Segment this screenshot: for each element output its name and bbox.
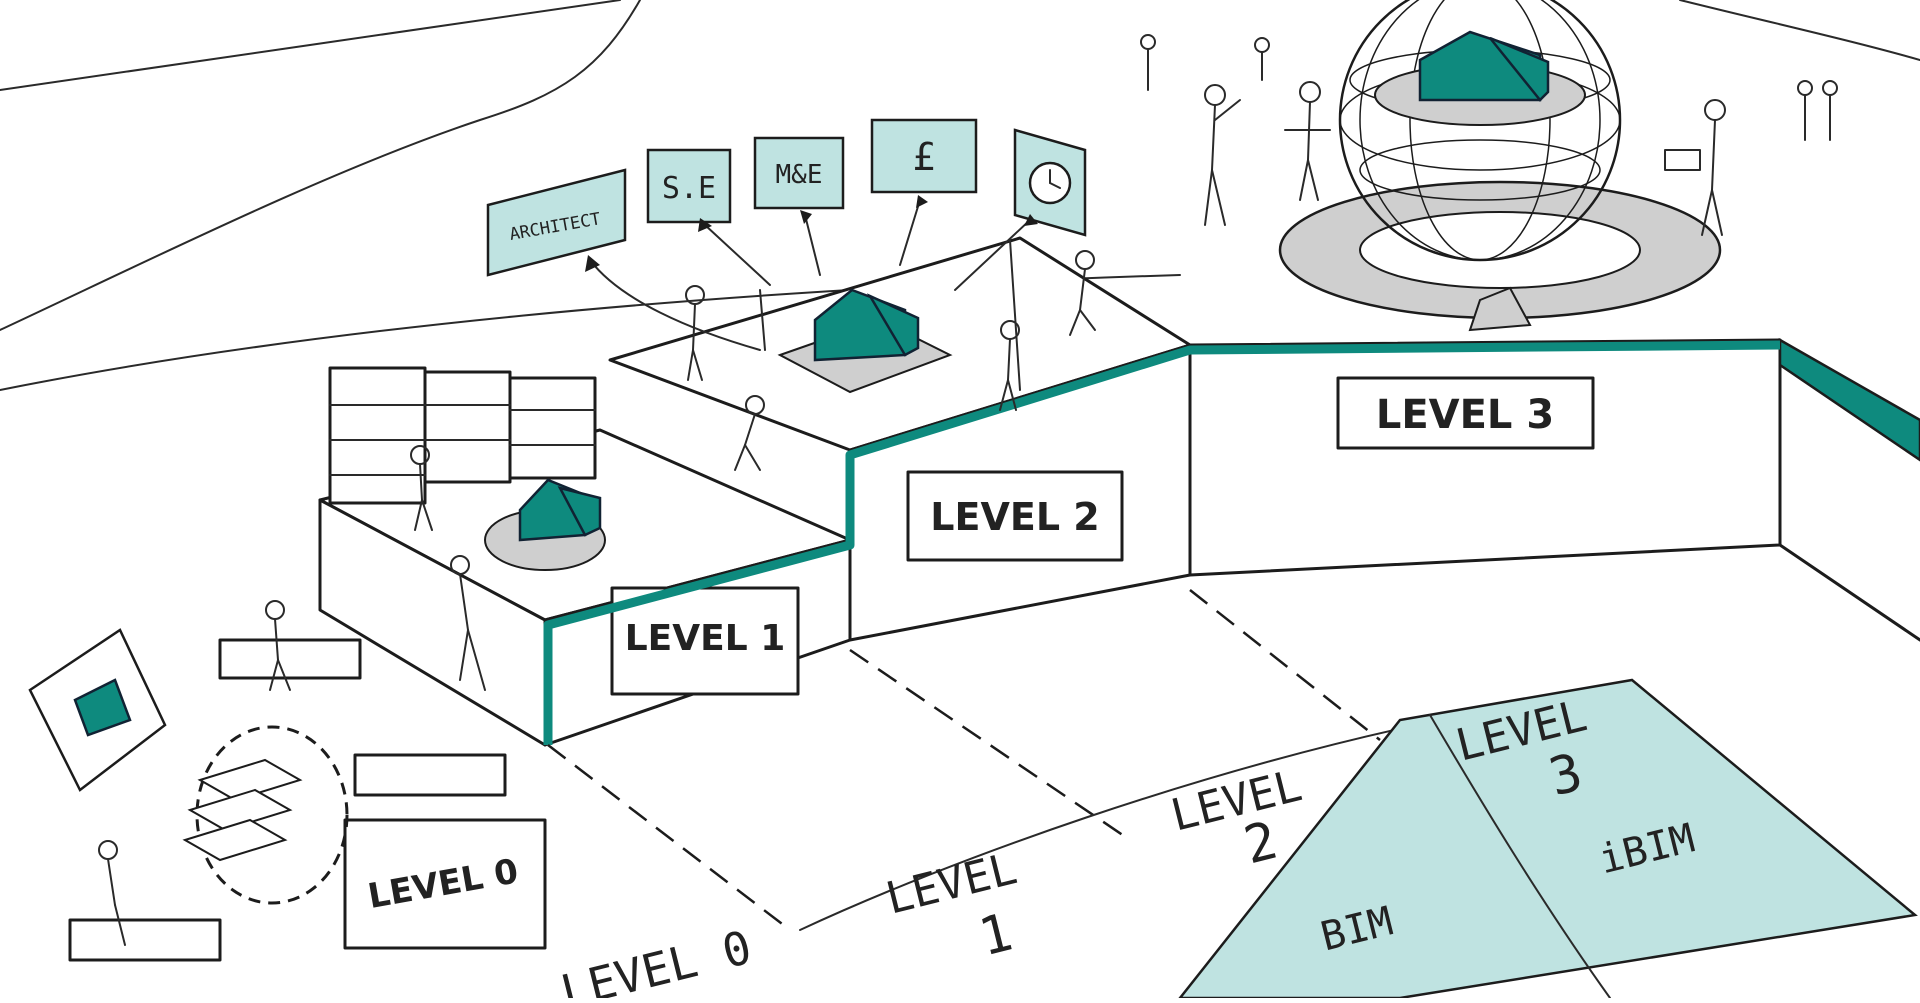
- floor-level-0-label: LEVEL 0: [556, 920, 757, 998]
- clock-icon: [1028, 161, 1072, 205]
- floor-level-2-number: 2: [1238, 811, 1283, 877]
- bookshelves: [328, 366, 597, 505]
- teal-step-edge: [543, 340, 1781, 745]
- connection-arrows: [585, 195, 1038, 391]
- level-0-area: LEVEL 0: [28, 628, 547, 962]
- svg-text:£: £: [913, 135, 936, 179]
- sign-cost: £: [870, 118, 978, 194]
- sign-mechanical-electrical: M&E: [753, 136, 845, 210]
- sign-architect: ARCHITECT: [486, 168, 627, 277]
- globe-group: [1278, 0, 1722, 332]
- level-2-step-label: LEVEL 2: [930, 495, 1099, 539]
- level-3-platform: LEVEL 3: [1188, 337, 1920, 642]
- level-1-step-label: LEVEL 1: [625, 618, 786, 659]
- house-icon-level-2: [813, 288, 920, 362]
- discipline-signs: ARCHITECT S.E M&E £: [486, 118, 1087, 277]
- floor-level-2-word: LEVEL: [1166, 760, 1307, 842]
- house-icon-level-1: [518, 478, 602, 542]
- people-figures: [98, 34, 1838, 946]
- svg-text:S.E: S.E: [662, 171, 716, 206]
- house-icon-level-3: [1418, 30, 1550, 102]
- floor-level-1-number: 1: [973, 903, 1018, 969]
- sign-clock: [1013, 128, 1087, 237]
- sign-structural-engineer: S.E: [646, 148, 732, 224]
- level-3-step-label: LEVEL 3: [1376, 392, 1554, 438]
- floor-dividers: [547, 589, 1441, 931]
- svg-text:M&E: M&E: [776, 160, 823, 190]
- background-road: [0, 0, 1920, 391]
